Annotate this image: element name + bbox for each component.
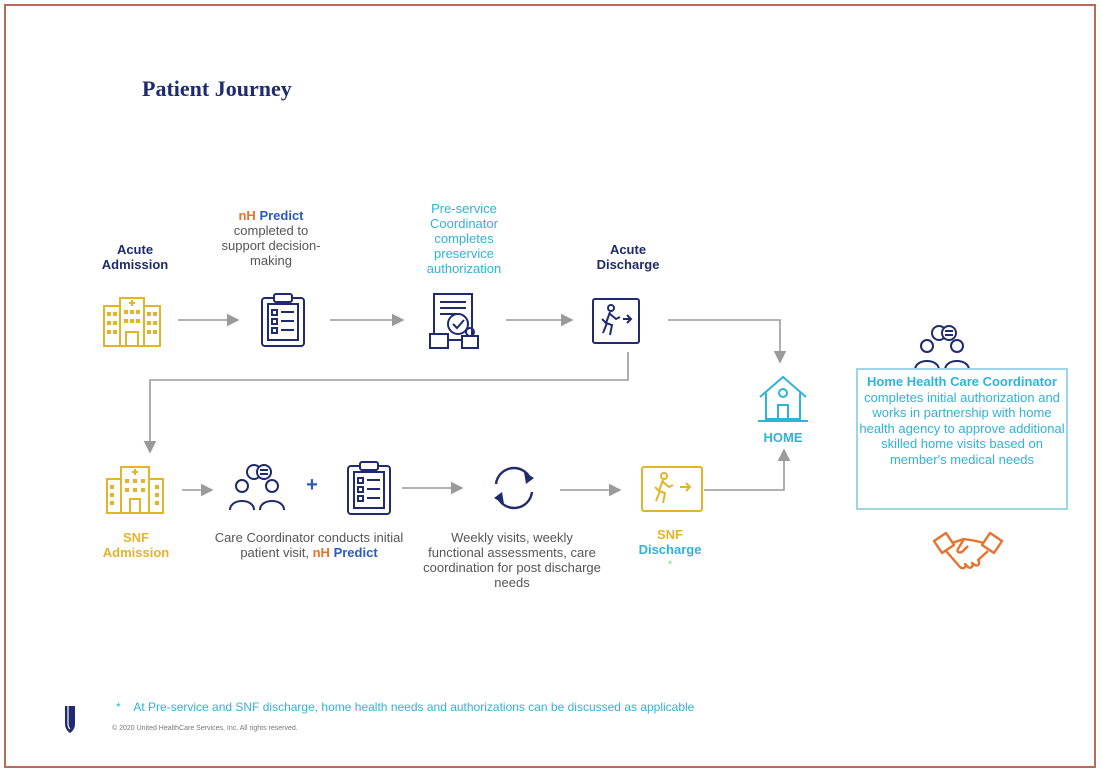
- home-health-desc: completes initial authorization and work…: [859, 389, 1065, 467]
- footnote-text: At Pre-service and SNF discharge, home h…: [133, 700, 695, 714]
- exit-icon: [641, 466, 703, 512]
- preservice-label: Pre-service Coordinator completes preser…: [426, 201, 502, 276]
- copyright: © 2020 United HealthCare Services, Inc. …: [112, 725, 298, 732]
- predict-text: Predict: [259, 208, 304, 223]
- acute-discharge-label: Acute Discharge: [596, 242, 660, 272]
- clipboard-icon: [261, 293, 305, 347]
- arrow-snfdischarge-to-home: [704, 448, 791, 491]
- home-label: HOME: [763, 430, 803, 445]
- exit-icon: [592, 298, 640, 344]
- hospital-icon: [106, 466, 164, 514]
- nh-text: nH: [238, 208, 256, 223]
- plus-sign: +: [306, 474, 318, 496]
- footnote: * At Pre-service and SNF discharge, home…: [116, 700, 694, 714]
- snf-text: SNF: [657, 527, 683, 542]
- home-health-coordinator-box: Home Health Care Coordinator completes i…: [856, 368, 1068, 510]
- predict-text: Predict: [333, 545, 378, 560]
- handshake-icon: [932, 531, 1004, 570]
- slide-frame: [4, 4, 1096, 768]
- nh-predict-label: nH Predict completed to support decision…: [213, 208, 329, 268]
- page-title: Patient Journey: [142, 76, 292, 101]
- hospital-icon: [103, 297, 161, 347]
- snf-admission-label: SNF Admission: [102, 530, 170, 560]
- authorization-icon: [429, 293, 479, 349]
- people-chat-icon: [229, 464, 285, 511]
- house-icon: [758, 375, 808, 422]
- clipboard-icon: [347, 461, 391, 515]
- nh-text: nH: [312, 545, 330, 560]
- weekly-visits-label: Weekly visits, weekly functional assessm…: [423, 530, 601, 590]
- star-marker: *: [667, 557, 673, 572]
- care-coordinator-label: Care Coordinator conducts initial patien…: [214, 530, 404, 560]
- discharge-text: Discharge: [638, 542, 702, 557]
- refresh-cycle-icon: [494, 466, 534, 510]
- people-chat-icon: [914, 325, 970, 371]
- care-coordinator-text: Care Coordinator conducts initial patien…: [214, 530, 404, 560]
- logo-shield-icon: [65, 706, 75, 733]
- snf-discharge-label: SNF Discharge *: [626, 527, 714, 572]
- footnote-star: *: [116, 700, 121, 714]
- acute-admission-label: Acute Admission: [101, 242, 169, 272]
- arrow-discharge-to-home: [668, 319, 787, 364]
- nh-predict-desc: completed to support decision-making: [221, 223, 321, 268]
- arrow-discharge-to-snf: [143, 352, 629, 454]
- home-health-title: Home Health Care Coordinator: [867, 374, 1057, 389]
